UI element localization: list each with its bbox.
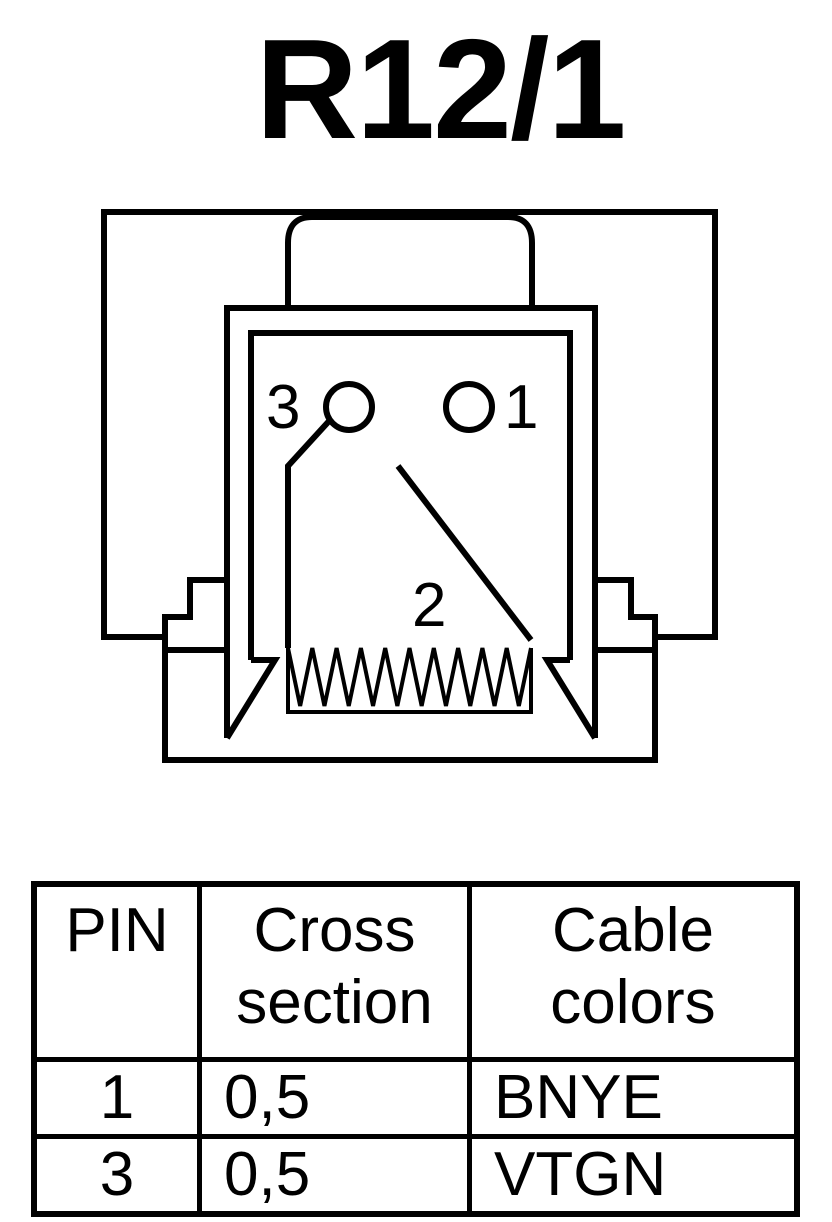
pin-2-wire — [395, 464, 534, 642]
right-hook — [541, 657, 598, 740]
cell-pin: 1 — [31, 1057, 202, 1139]
insert-frame-outer — [224, 305, 598, 738]
pin-assignment-table: PIN Cross section Cable colors 1 0,5 BNY… — [31, 881, 800, 1217]
pin-label-3: 3 — [266, 373, 300, 442]
spring-contact — [286, 648, 533, 714]
table-header-row: PIN Cross section Cable colors — [31, 881, 800, 1062]
pin-3-contact — [323, 381, 375, 433]
cell-cross-section: 0,5 — [197, 1134, 472, 1217]
pin-label-1: 1 — [504, 373, 538, 442]
cell-cross-section: 0,5 — [197, 1057, 472, 1139]
cell-cable-color: BNYE — [467, 1057, 800, 1139]
cell-cable-color: VTGN — [467, 1134, 800, 1217]
pin-3-wire — [285, 417, 333, 648]
right-latch — [595, 577, 658, 653]
top-tab — [285, 214, 535, 308]
connector-base — [162, 617, 658, 763]
table-row: 1 0,5 BNYE — [31, 1057, 800, 1139]
header-cross-section: Cross section — [197, 881, 472, 1062]
pin-label-2: 2 — [412, 571, 446, 640]
cell-pin: 3 — [31, 1134, 202, 1217]
header-pin: PIN — [31, 881, 202, 1062]
table-row: 3 0,5 VTGN — [31, 1134, 800, 1217]
header-cable-colors: Cable colors — [467, 881, 800, 1062]
connector-title: R12/1 — [255, 10, 627, 169]
outer-housing — [101, 209, 718, 640]
pin-1-contact — [443, 381, 495, 433]
left-latch — [162, 577, 227, 653]
spring-zigzag — [286, 647, 533, 707]
insert-frame-inner — [248, 330, 573, 660]
connector-diagram: 3 1 2 — [101, 209, 718, 763]
left-hook — [224, 657, 281, 740]
